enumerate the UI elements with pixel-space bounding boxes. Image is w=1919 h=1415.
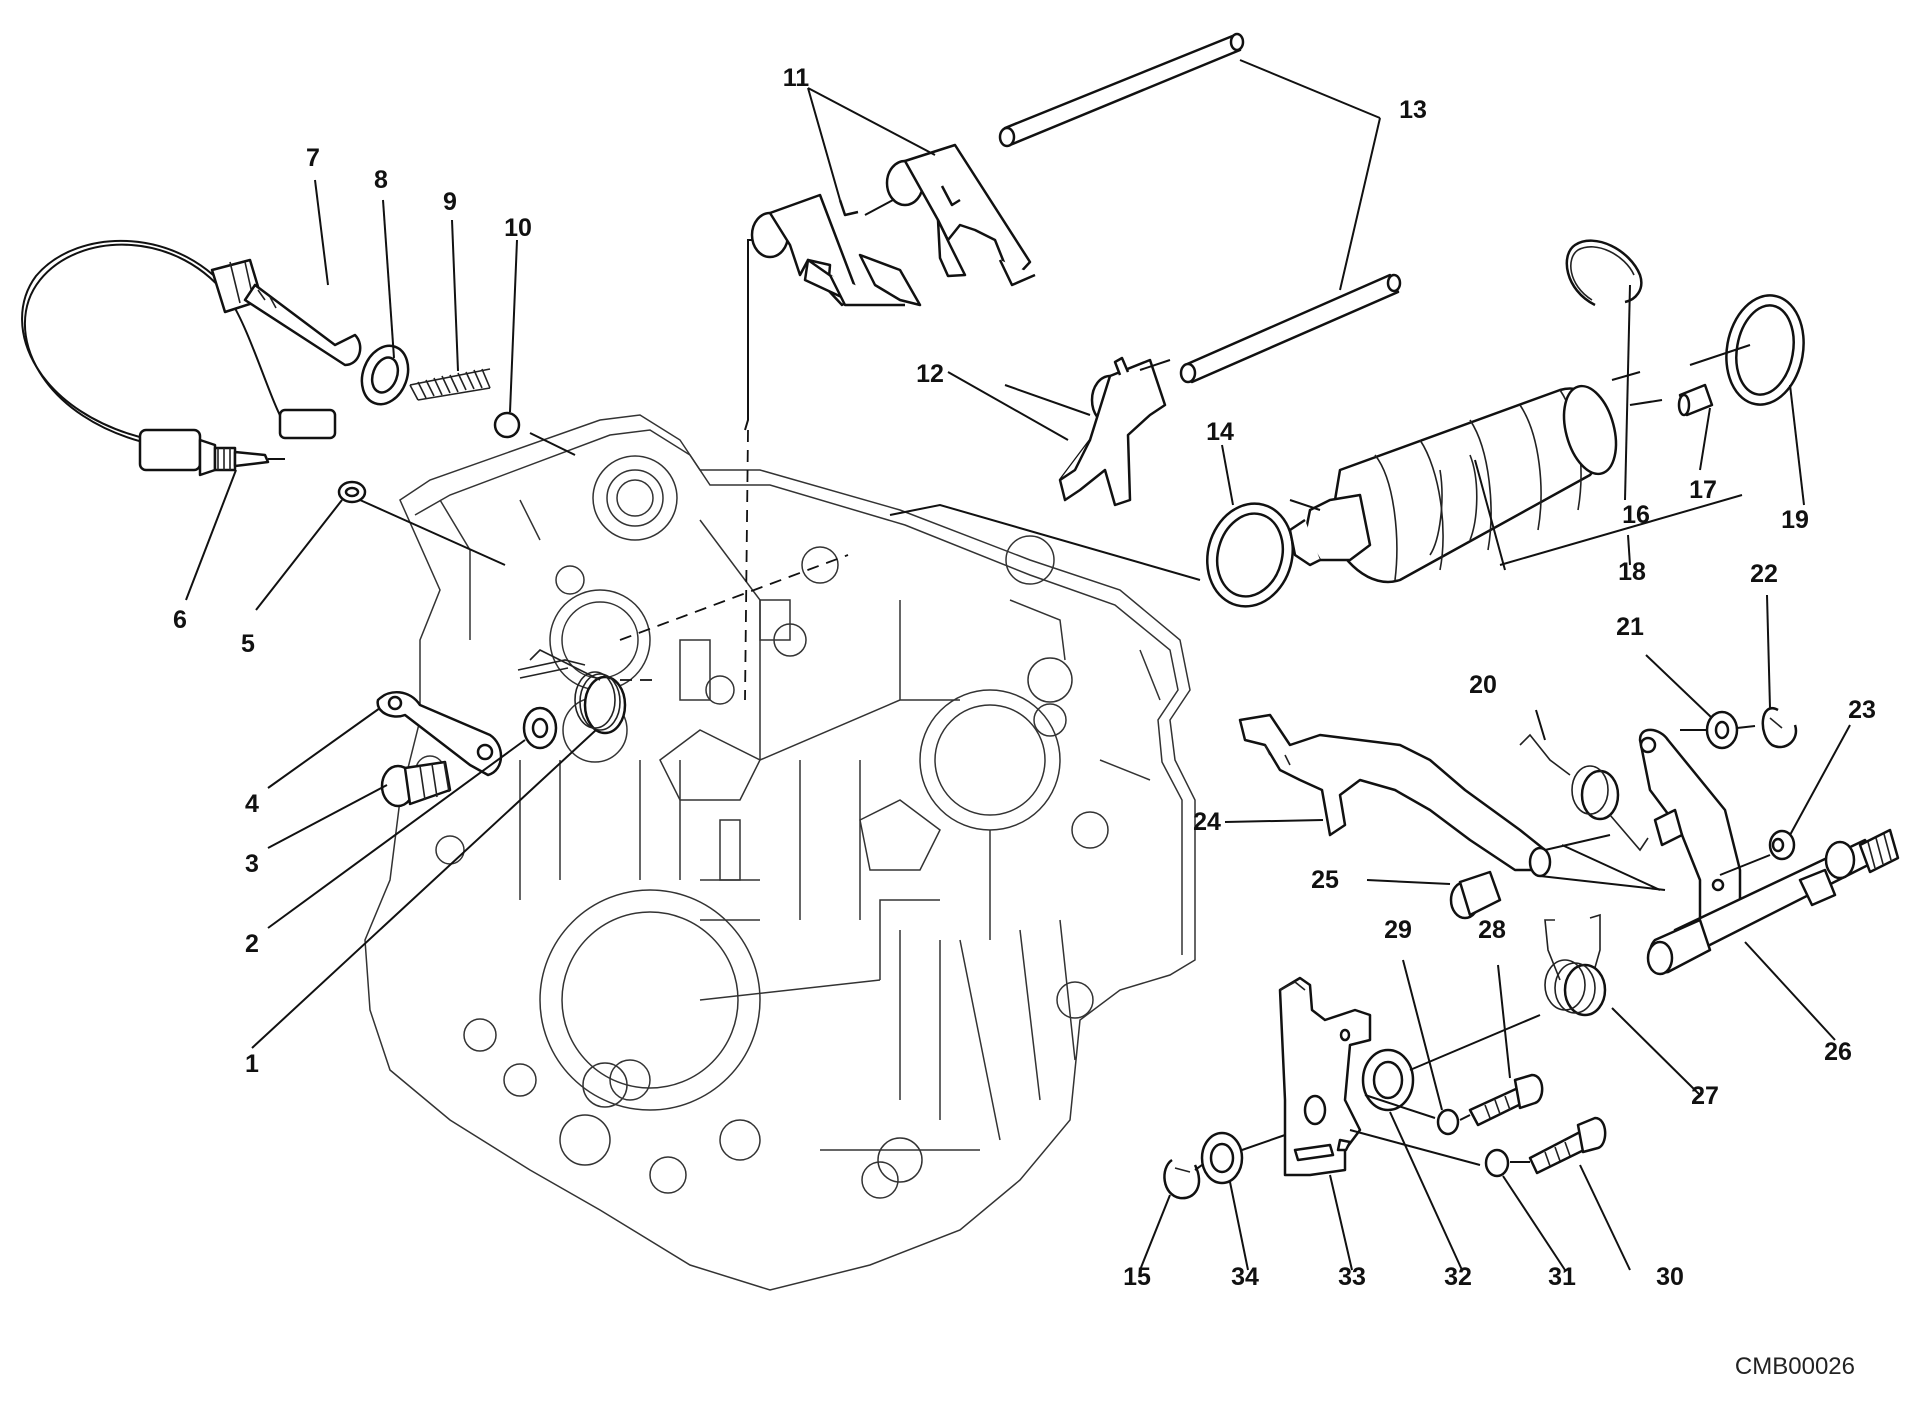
shift-fork-12 [1058, 356, 1167, 507]
circlip-16 [1565, 239, 1643, 307]
spring-27 [1544, 913, 1607, 1017]
callout-22: 22 [1750, 560, 1778, 588]
plate-33 [1278, 976, 1372, 1177]
callout-17: 17 [1689, 476, 1717, 504]
selector-shaft-26 [1638, 728, 1900, 976]
circlip-22 [1761, 707, 1798, 749]
bolt-28 [1468, 1073, 1544, 1127]
callout-19: 19 [1781, 506, 1809, 534]
callout-9: 9 [443, 188, 457, 216]
callout-4: 4 [245, 790, 259, 818]
spring-20 [1519, 733, 1649, 852]
circlip-15 [1163, 1158, 1201, 1200]
ring-14 [1206, 502, 1294, 608]
washer-5 [337, 480, 367, 504]
drawing-code: CMB00026 [1735, 1353, 1855, 1380]
spring-1 [517, 649, 627, 735]
callout-16: 16 [1622, 501, 1650, 529]
callout-20: 20 [1469, 671, 1497, 699]
ring-19 [1725, 294, 1805, 406]
bolt-3 [380, 760, 452, 808]
callout-15: 15 [1123, 1263, 1151, 1291]
washer-8 [360, 344, 410, 406]
callout-13: 13 [1399, 96, 1427, 124]
callout-34: 34 [1231, 1263, 1259, 1291]
callout-29: 29 [1384, 916, 1412, 944]
shift-drum [1288, 384, 1618, 584]
callout-5: 5 [241, 630, 255, 658]
ball-10 [493, 411, 521, 439]
pin-17 [1677, 383, 1714, 417]
leader-lines [185, 59, 1851, 1271]
callout-2: 2 [245, 930, 259, 958]
callout-21: 21 [1616, 613, 1644, 641]
fork-rod-lower [1179, 273, 1402, 384]
crankcase-half [364, 414, 1196, 1291]
gear-sensor-cable [21, 239, 337, 477]
callout-7: 7 [306, 144, 320, 172]
callout-33: 33 [1338, 1263, 1366, 1291]
callout-26: 26 [1824, 1038, 1852, 1066]
spring-9 [409, 368, 491, 401]
callout-11: 11 [783, 64, 810, 92]
callout-18: 18 [1618, 558, 1646, 586]
shift-fork-left [750, 193, 922, 307]
callout-23: 23 [1848, 696, 1876, 724]
washer-31 [1484, 1148, 1510, 1178]
callout-14: 14 [1206, 418, 1234, 446]
callout-24: 24 [1193, 808, 1221, 836]
callout-28: 28 [1478, 916, 1506, 944]
assembly-lines [359, 199, 1771, 1171]
callout-10: 10 [504, 214, 532, 242]
shift-fork-right [885, 143, 1036, 287]
callout-31: 31 [1548, 1263, 1576, 1291]
fork-rod-upper [998, 32, 1245, 148]
callout-25: 25 [1311, 866, 1339, 894]
screw-plug [210, 258, 362, 367]
callout-3: 3 [245, 850, 259, 878]
bolt-25 [1449, 870, 1502, 920]
washer-34 [1200, 1131, 1244, 1185]
plate-4 [376, 691, 503, 777]
callout-8: 8 [374, 166, 388, 194]
selector-lever-24 [1238, 713, 1552, 878]
bolt-30 [1528, 1116, 1607, 1175]
washer-2 [522, 706, 558, 750]
washer-29 [1436, 1108, 1460, 1136]
callout-labels: 1 2 3 4 5 6 7 8 9 10 11 12 13 14 15 16 1… [173, 64, 1876, 1291]
callout-12: 12 [916, 360, 944, 388]
callout-1: 1 [245, 1050, 259, 1078]
callout-30: 30 [1656, 1263, 1684, 1291]
callout-6: 6 [173, 606, 187, 634]
washer-32 [1361, 1048, 1415, 1112]
callout-27: 27 [1691, 1082, 1719, 1110]
callout-32: 32 [1444, 1263, 1472, 1291]
bush-23 [1768, 829, 1796, 861]
